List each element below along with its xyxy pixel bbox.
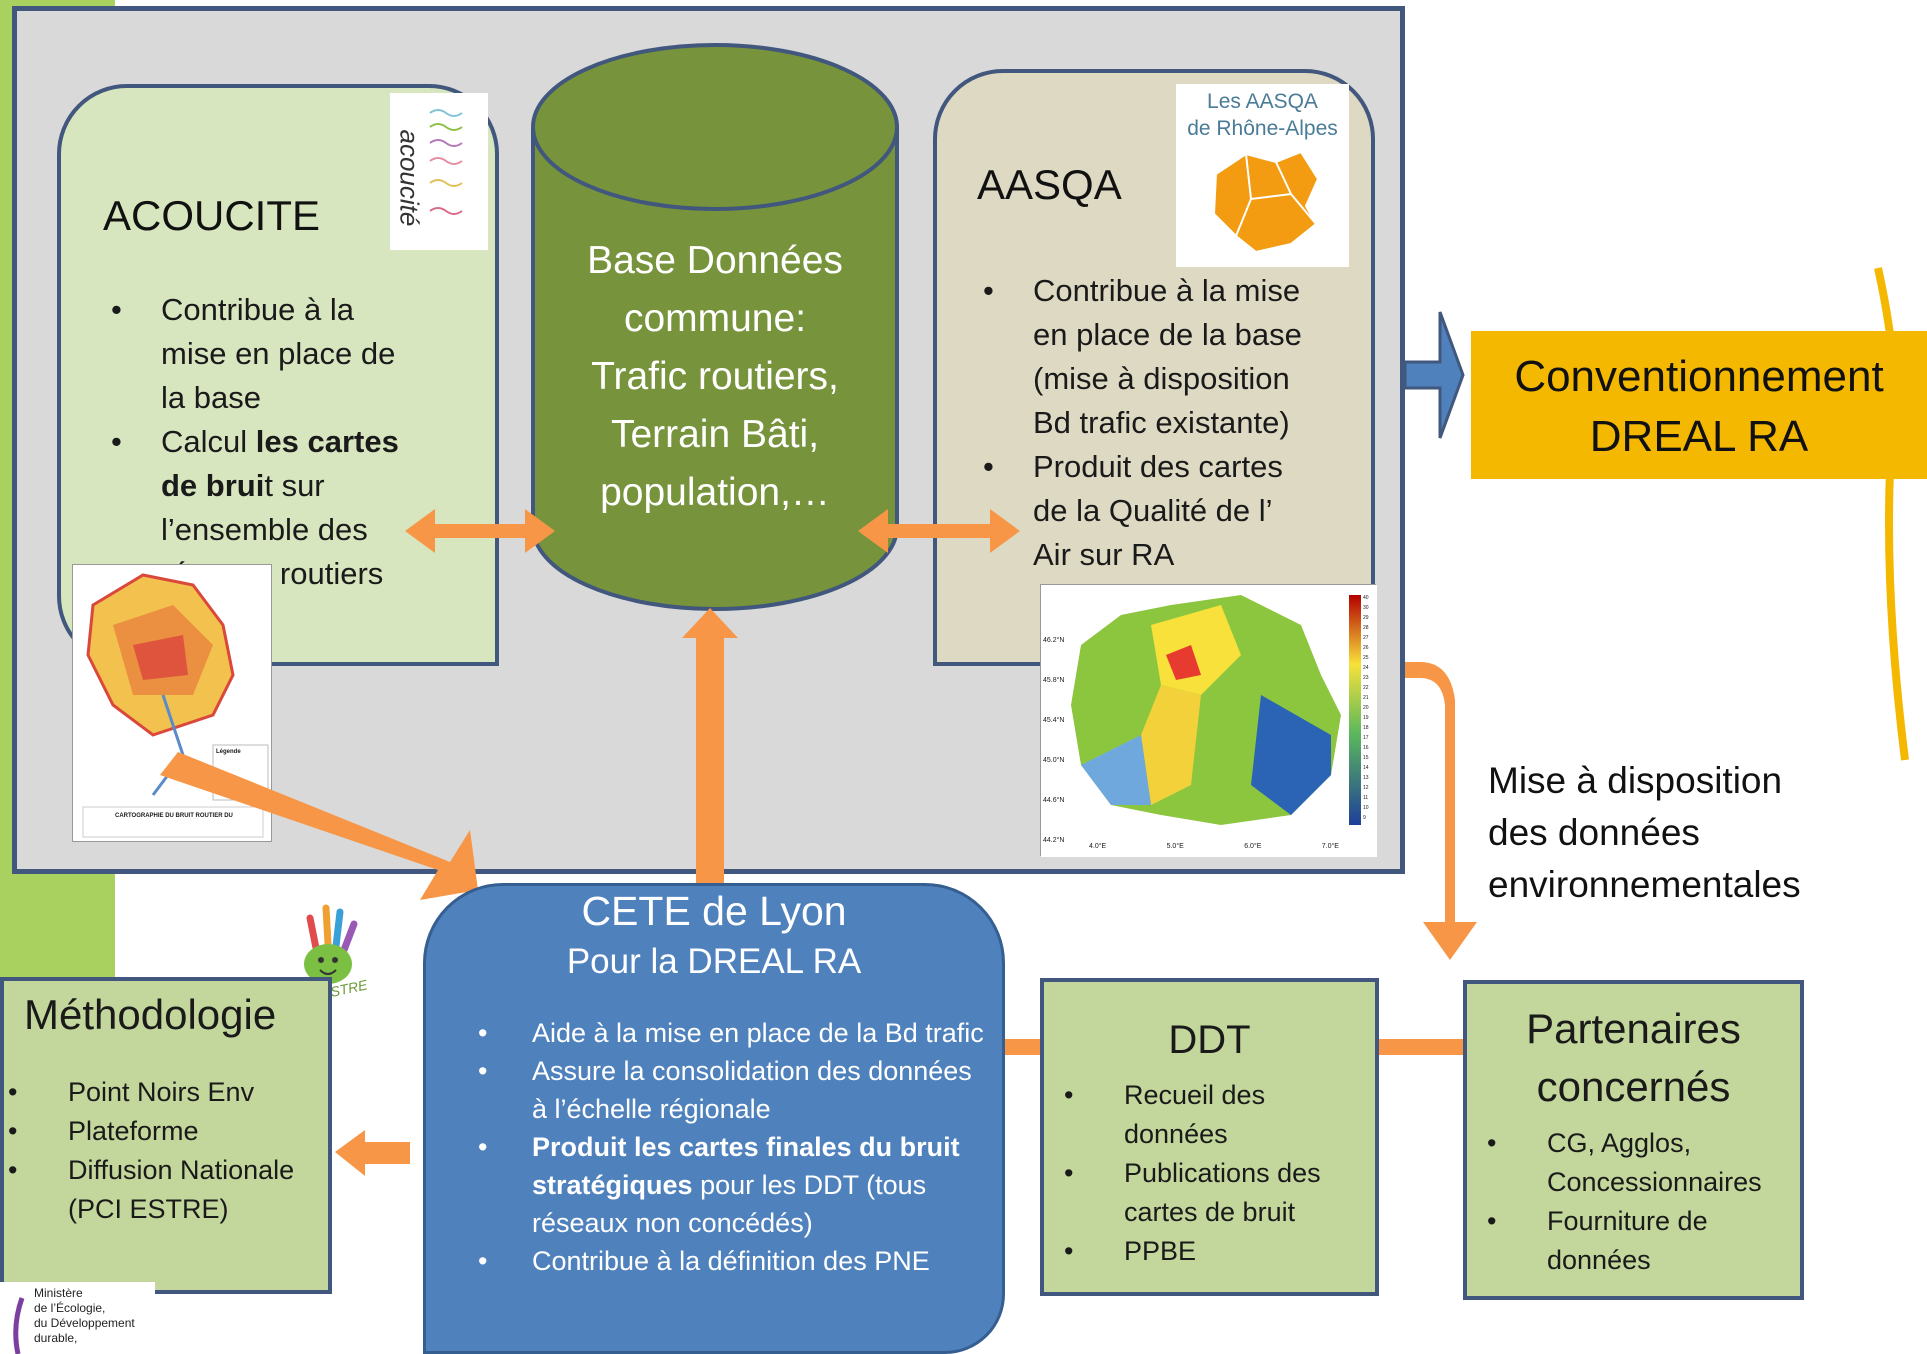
partenaires-title: Partenaires concernés — [1526, 1005, 1741, 1110]
methodologie-box: Méthodologie Point Noirs Env Plateforme … — [0, 977, 332, 1294]
database-cylinder: Base Données commune: Trafic routiers, T… — [530, 42, 900, 612]
air-map-scale-tick: 9 — [1363, 815, 1366, 821]
acoucite-box: ACOUCITE Contribue à la mise en place de… — [57, 84, 499, 666]
aasqa-bullets: Contribue à la mise en place de la base … — [975, 269, 1305, 577]
air-map-scale-tick: 11 — [1363, 795, 1369, 801]
acoucite-bullet-2: Calcul les cartes de bruit sur l’ensembl… — [103, 420, 423, 596]
ddt-bullet-2: Publications des cartes de bruit — [1056, 1154, 1371, 1232]
conventionnement-line-2: DREAL RA — [1589, 412, 1809, 461]
aasqa-logo: Les AASQA de Rhône-Alpes — [1176, 84, 1349, 267]
noise-map-legend-title: Légende — [216, 749, 241, 755]
air-map-scale-tick: 28 — [1363, 625, 1369, 631]
air-map-scale-tick: 12 — [1363, 785, 1369, 791]
partenaires-bullets: CG, Agglos, Concessionnaires Fourniture … — [1479, 1124, 1799, 1280]
air-map-scale-tick: 20 — [1363, 705, 1369, 711]
partenaires-bullet-1: CG, Agglos, Concessionnaires — [1479, 1124, 1799, 1202]
aasqa-logo-text: Les AASQA de Rhône-Alpes — [1187, 90, 1338, 140]
air-map-scale-tick: 16 — [1363, 745, 1369, 751]
ministere-logo: Ministère de l’Écologie, du Développemen… — [0, 1282, 155, 1354]
air-map-scale-tick: 25 — [1363, 655, 1369, 661]
air-map-scale-tick: 26 — [1363, 645, 1369, 651]
conventionnement-box: Conventionnement DREAL RA — [1471, 331, 1927, 479]
cete-title: CETE de Lyon — [581, 888, 847, 934]
methodologie-bullet-2: Plateforme — [0, 1112, 320, 1151]
cete-bullet-1: Aide à la mise en place de la Bd trafic — [470, 1014, 990, 1052]
air-map-scale-tick: 10 — [1363, 805, 1369, 811]
cete-subtitle: Pour la DREAL RA — [566, 942, 862, 981]
partenaires-bullet-2: Fourniture de données — [1479, 1202, 1799, 1280]
acoucite-logo: acoucité — [390, 93, 488, 250]
pci-estre-logo: PCI ESTRE — [276, 898, 376, 1008]
noise-map-caption: CARTOGRAPHIE DU BRUIT ROUTIER DU — [115, 813, 233, 819]
air-map-scale-tick: 13 — [1363, 775, 1369, 781]
acoucite-bullet-1: Contribue à la mise en place de la base — [103, 288, 423, 420]
ddt-box: DDT Recueil des données Publications des… — [1040, 978, 1379, 1296]
aasqa-title: AASQA — [977, 161, 1122, 208]
cete-box: CETE de Lyon Pour la DREAL RA Aide à la … — [423, 883, 1005, 1354]
air-map-scale-tick: 17 — [1363, 735, 1369, 741]
air-map-scale-tick: 23 — [1363, 675, 1369, 681]
methodologie-title: Méthodologie — [24, 991, 277, 1038]
cete-bullet-4: Contribue à la définition des PNE — [470, 1242, 990, 1280]
ddt-title: DDT — [1168, 1018, 1251, 1062]
conventionnement-line-1: Conventionnement — [1514, 352, 1884, 401]
air-map-x-ticks: 4.0°E 5.0°E 6.0°E 7.0°E — [1089, 843, 1339, 850]
air-map-scale-tick: 30 — [1363, 605, 1369, 611]
cete-bullets: Aide à la mise en place de la Bd trafic … — [470, 1014, 990, 1280]
air-map-scale-tick: 14 — [1363, 765, 1369, 771]
air-map-scale-tick: 29 — [1363, 615, 1369, 621]
ddt-bullet-3: PPBE — [1056, 1232, 1371, 1271]
air-map-scale-tick: 18 — [1363, 725, 1369, 731]
aasqa-bullet-2: Produit des cartes de la Qualité de l’ A… — [975, 445, 1305, 577]
air-map-scale-tick: 22 — [1363, 685, 1369, 691]
air-map-y-ticks: 46.2°N 45.8°N 45.4°N 45.0°N 44.6°N 44.2°… — [1043, 637, 1065, 844]
air-map-scale-tick: 15 — [1363, 755, 1369, 761]
mise-a-disposition-label: Mise à disposition des données environne… — [1488, 760, 1801, 905]
air-map-scale-ticks: 40 30 29 28 27 26 25 24 23 22 21 20 19 18 17 16 15 14 13 12… — [1363, 593, 1369, 823]
ddt-bullets: Recueil des données Publications des car… — [1056, 1076, 1371, 1271]
acoucite-title: ACOUCITE — [103, 192, 321, 239]
cete-bullet-2: Assure la consolidation des données à l’… — [470, 1052, 990, 1128]
air-map-scale-tick: 24 — [1363, 665, 1369, 671]
cete-bullet-3: Produit les cartes finales du bruit stra… — [470, 1128, 990, 1242]
methodologie-bullet-3: Diffusion Nationale (PCI ESTRE) — [0, 1151, 320, 1229]
acoucite-bullets: Contribue à la mise en place de la base … — [103, 288, 423, 596]
ddt-bullet-1: Recueil des données — [1056, 1076, 1371, 1154]
air-map-scale-tick: 21 — [1363, 695, 1369, 701]
air-quality-map-image: 46.2°N 45.8°N 45.4°N 45.0°N 44.6°N 44.2°… — [1040, 584, 1377, 857]
air-map-scale-tick: 40 — [1363, 595, 1369, 601]
partenaires-box: Partenaires concernés CG, Agglos, Conces… — [1463, 980, 1804, 1300]
database-label: Base Données commune: Trafic routiers, T… — [587, 239, 843, 514]
aasqa-bullet-1: Contribue à la mise en place de la base … — [975, 269, 1305, 445]
air-map-scale-tick: 27 — [1363, 635, 1369, 641]
air-map-scale-tick: 19 — [1363, 715, 1369, 721]
methodologie-bullet-1: Point Noirs Env — [0, 1073, 320, 1112]
methodologie-bullets: Point Noirs Env Plateforme Diffusion Nat… — [0, 1073, 320, 1229]
ministere-logo-text: Ministère de l’Écologie, du Développemen… — [34, 1286, 135, 1345]
